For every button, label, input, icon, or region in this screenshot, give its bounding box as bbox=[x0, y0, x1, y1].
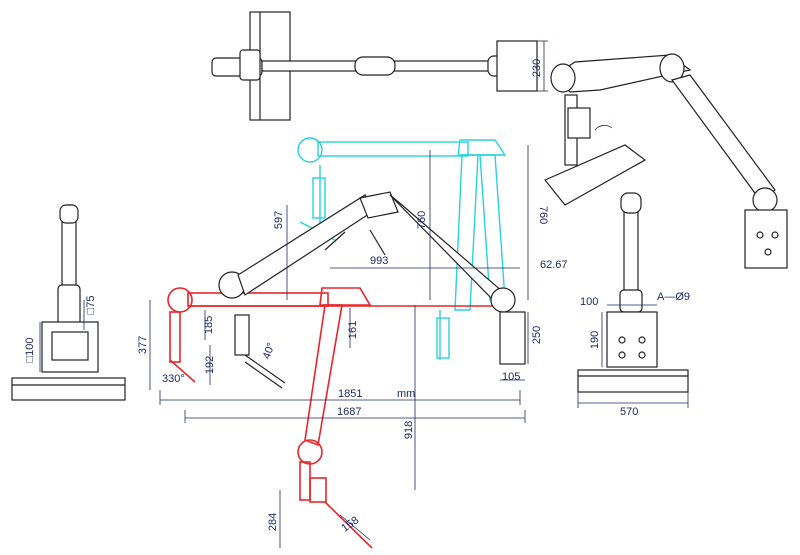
dim-height-192: 192 bbox=[204, 356, 216, 374]
iso-bracket bbox=[567, 107, 591, 139]
right-view-keyboard-tray bbox=[577, 369, 689, 393]
black-position bbox=[218, 191, 526, 389]
dim-angle-330: 330° bbox=[162, 373, 185, 385]
dim-right-570: 570 bbox=[620, 406, 638, 418]
dim-bottom-284: 284 bbox=[267, 513, 279, 531]
dim-height-161: 161 bbox=[347, 321, 359, 339]
dim-total-1851: 1851 bbox=[338, 388, 362, 400]
top-view-wall-plate bbox=[496, 40, 538, 92]
dim-right-100: 100 bbox=[580, 296, 598, 308]
top-view-joint bbox=[354, 56, 396, 76]
wall-plate bbox=[499, 311, 526, 365]
cyan-position bbox=[297, 137, 507, 360]
dim-top-view-width: 230 bbox=[531, 59, 543, 77]
iso-upper-arm bbox=[554, 54, 692, 93]
red-position bbox=[167, 287, 500, 549]
dim-offset-62-67: 62.67 bbox=[540, 259, 568, 271]
dim-reach-597: 597 bbox=[273, 211, 285, 229]
dim-total-1687: 1687 bbox=[337, 406, 361, 418]
arm-segment-2 bbox=[389, 194, 512, 306]
right-front-view: 100 A—Ø9 190 570 bbox=[577, 192, 690, 418]
dim-base-105: 105 bbox=[502, 371, 520, 383]
arm-segment-1 bbox=[237, 194, 376, 296]
dim-height-185: 185 bbox=[203, 316, 215, 334]
dim-reach-760-right: 760 bbox=[537, 206, 549, 224]
dim-unit-mm: mm bbox=[397, 388, 415, 400]
arm-elbow bbox=[359, 191, 399, 219]
dim-reach-760-left: 760 bbox=[416, 211, 428, 229]
iso-lower-arm bbox=[671, 74, 776, 201]
front-view: □100 □75 bbox=[11, 204, 126, 401]
dim-front-d75: □75 bbox=[85, 296, 97, 315]
dim-base-250: 250 bbox=[531, 326, 543, 344]
iso-keyboard-tray bbox=[544, 144, 647, 206]
bracket bbox=[234, 314, 250, 356]
dim-angle-40: 40° bbox=[261, 341, 278, 361]
dim-right-190: 190 bbox=[589, 331, 601, 349]
front-view-keyboard-tray bbox=[11, 377, 126, 401]
side-view-dimensions bbox=[149, 145, 529, 548]
top-view: 230 bbox=[211, 11, 548, 121]
iso-wall-plate bbox=[744, 209, 788, 269]
dim-drop-918: 918 bbox=[403, 421, 415, 439]
side-view: 993 62.67 597 760 760 377 185 192 161 40… bbox=[137, 137, 568, 549]
front-view-joint bbox=[57, 284, 81, 326]
dim-height-377: 377 bbox=[137, 336, 149, 354]
dim-right-phi9: A—Ø9 bbox=[657, 291, 690, 303]
dim-front-d100: □100 bbox=[24, 338, 36, 363]
isometric-view bbox=[544, 53, 788, 269]
dim-horiz-993: 993 bbox=[370, 255, 388, 267]
right-view-wall-plate bbox=[606, 311, 658, 368]
